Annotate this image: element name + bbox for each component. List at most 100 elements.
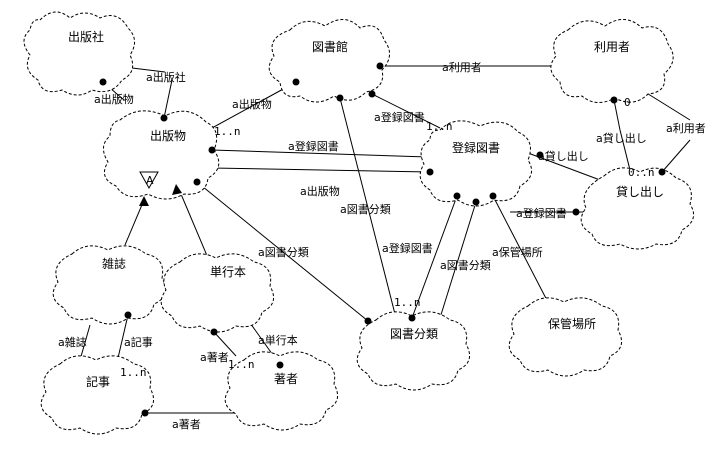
edge-registered-storage <box>492 195 553 311</box>
edge-label-pub-publication2: a出版物 <box>300 184 340 198</box>
node-book-shape[interactable] <box>160 253 275 333</box>
edge-labels: a出版社 a出版物 a出版物 a利用者 a登録図書 a登録図書 a出版物 a図書… <box>58 61 706 431</box>
abstract-marker-label: A <box>146 174 154 187</box>
endpoint-dot <box>368 90 376 98</box>
endpoint-dot <box>426 168 434 176</box>
edge-library-classification <box>339 97 397 319</box>
node-author-shape[interactable] <box>224 351 339 431</box>
node-library-shape[interactable] <box>268 19 390 103</box>
edge-label-author-book: a単行本 <box>258 333 298 347</box>
edge-registered-loan <box>519 149 601 181</box>
edges <box>79 65 691 414</box>
edge-label-lib-registered: a登録図書 <box>374 110 425 124</box>
edge-publication-registered-b <box>211 167 431 173</box>
edge-label-pub-classification: a図書分類 <box>258 245 309 259</box>
endpoint-dot <box>489 192 497 200</box>
node-magazine-shape[interactable] <box>52 245 167 325</box>
endpoint-dot <box>364 317 372 325</box>
edge-label-pub-registered: a登録図書 <box>288 139 339 153</box>
endpoint-dot <box>124 311 132 319</box>
multiplicities: 1..n 1..n 1..n 0 0..n 1..n 1..n <box>120 96 655 379</box>
edge-label-loan-user: a利用者 <box>666 122 706 135</box>
endpoint-dot <box>336 94 344 102</box>
node-storage-label: 保管場所 <box>548 316 596 331</box>
node-user-shape[interactable] <box>550 19 674 103</box>
endpoint-dot <box>536 151 544 159</box>
edge-registered-classification-a <box>411 195 458 319</box>
node-loan-shape[interactable] <box>580 167 695 250</box>
edge-label-loan-registered: a登録図書 <box>516 206 567 220</box>
mult-author-1n: 1..n <box>228 358 255 371</box>
edge-publication-registered <box>211 149 429 158</box>
edge-label-registered-storage: a保管場所 <box>492 245 543 259</box>
edge-label-lib-publication: a出版物 <box>232 97 272 111</box>
node-publication-label: 出版物 <box>150 129 186 143</box>
inherit-arrowhead-icon <box>172 184 182 195</box>
node-classification-label: 図書分類 <box>390 327 438 341</box>
edge-publication-classification <box>196 181 369 322</box>
node-labels: 出版社 図書館 利用者 出版物 登録図書 貸し出し 雑誌 単行本 図書分類 保管… <box>68 29 664 389</box>
node-library-label: 図書館 <box>312 39 348 54</box>
edge-magazine-article-b <box>117 314 129 359</box>
endpoint-dot <box>276 361 284 369</box>
endpoint-dot <box>208 146 216 154</box>
endpoint-dot <box>141 409 149 417</box>
node-registered-shape[interactable] <box>419 120 533 207</box>
endpoint-dot <box>572 208 580 216</box>
endpoint-dot <box>99 78 107 86</box>
node-article-shape[interactable] <box>40 355 155 435</box>
endpoint-dot <box>408 314 416 322</box>
mult-loan-0b: 0..n <box>628 166 655 179</box>
node-author-label: 著者 <box>274 372 298 386</box>
mult-loan-0a: 0 <box>624 96 631 109</box>
node-publisher-shape[interactable] <box>23 11 135 96</box>
mult-article-1n: 1..n <box>120 366 147 379</box>
node-book-label: 単行本 <box>210 265 246 279</box>
edge-label-pub-publisher: a出版社 <box>146 70 186 84</box>
mult-lib-pub: 1..n <box>214 125 241 138</box>
node-publication-shape[interactable] <box>103 110 220 200</box>
endpoint-dot <box>292 78 300 86</box>
edge-label-registered-class-b: a図書分類 <box>440 258 491 272</box>
edge-label-book-author: a著者 <box>200 350 229 364</box>
endpoint-dot <box>193 178 201 186</box>
node-user-label: 利用者 <box>594 40 630 54</box>
edge-magazine-article-a <box>79 324 91 361</box>
endpoint-dot <box>472 198 480 206</box>
edge-label-lib-user: a利用者 <box>442 61 482 74</box>
edge-magazine-inherit <box>124 199 145 246</box>
edge-publisher-publication-c <box>163 79 173 119</box>
edge-label-article-magazine: a雑誌 <box>58 335 87 349</box>
node-magazine-label: 雑誌 <box>102 256 126 271</box>
edge-user-loan-c <box>644 91 691 121</box>
node-publisher-label: 出版社 <box>68 29 104 44</box>
endpoint-dots <box>99 62 666 417</box>
abstract-marker-triangle-icon <box>139 171 159 190</box>
node-registered-label: 登録図書 <box>452 140 500 155</box>
endpoint-dot <box>160 114 168 122</box>
edge-label-magazine-article: a記事 <box>124 335 153 349</box>
edge-user-loan-d <box>661 139 691 173</box>
edge-user-loan-b <box>619 129 631 171</box>
edge-label-pub-publication: a出版物 <box>94 92 134 106</box>
edge-library-registered <box>371 93 441 129</box>
endpoint-dot <box>210 328 218 336</box>
node-storage-shape[interactable] <box>508 297 623 377</box>
edge-user-loan-a <box>613 99 621 131</box>
edge-publisher-publication-b <box>131 67 166 73</box>
endpoint-dot <box>658 168 666 176</box>
endpoint-dot <box>376 62 384 70</box>
mult-class-registered: 1..n <box>394 296 421 309</box>
node-article-label: 記事 <box>86 374 110 389</box>
edge-label-article-author: a著者 <box>172 417 201 431</box>
endpoint-dot <box>610 96 618 104</box>
edge-book-author-a <box>213 331 237 357</box>
edge-label-registered-loan: a貸し出し <box>538 149 589 163</box>
edge-registered-classification-b <box>439 201 477 319</box>
edge-label-lib-classification: a図書分類 <box>340 202 391 216</box>
nodes <box>23 11 695 435</box>
mult-lib-registered: 1..n <box>426 120 453 133</box>
node-classification-shape[interactable] <box>356 311 471 391</box>
edge-label-user-loan: a貸し出し <box>596 131 647 145</box>
